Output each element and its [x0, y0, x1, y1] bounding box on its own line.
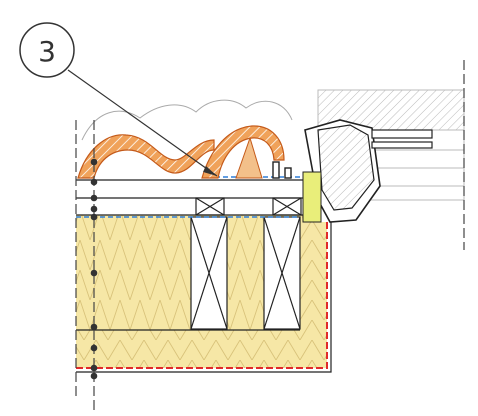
roof-tiles — [77, 99, 293, 179]
airtight-membrane — [76, 222, 328, 369]
inner-lining — [76, 222, 332, 373]
rafters — [190, 216, 301, 330]
counter-battens — [195, 197, 302, 216]
joint-tape — [302, 171, 322, 223]
small-clips — [272, 161, 292, 179]
roof-layer-lines — [76, 179, 305, 331]
callout-leader — [67, 69, 218, 177]
window-frame — [304, 89, 465, 223]
callout-label: 3 — [38, 35, 56, 68]
callout-circle — [19, 22, 75, 78]
connection-dots — [90, 158, 98, 380]
callout-arrowhead — [203, 166, 217, 176]
left-guide-lines — [75, 120, 95, 410]
vapor-membrane — [76, 176, 305, 218]
eaves-filler — [235, 136, 263, 179]
